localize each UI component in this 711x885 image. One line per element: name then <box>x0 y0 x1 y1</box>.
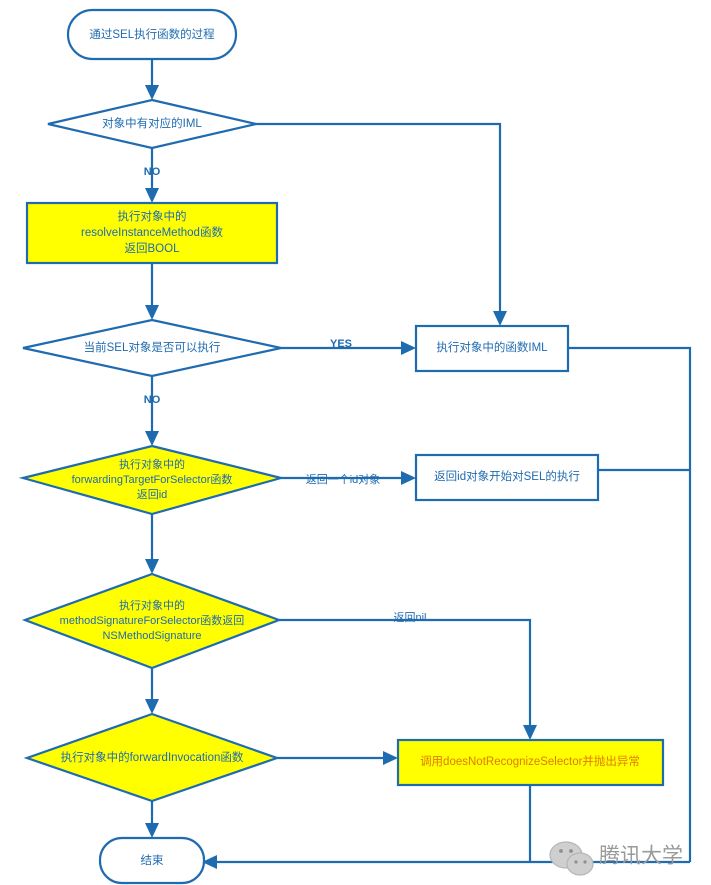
edge-resolve-to-can-execute <box>145 263 159 320</box>
edge-has-iml-to-exec-iml <box>256 122 507 326</box>
node-forwarding-target[interactable]: 执行对象中的 forwardingTargetForSelector函数 返回i… <box>18 444 286 516</box>
node-start-label: 通过SEL执行函数的过程 <box>89 27 215 41</box>
edge-can-execute-yes: YES <box>281 338 416 355</box>
edge-start-to-has-iml <box>145 59 159 100</box>
node-method-signature-line2: methodSignatureForSelector函数返回 <box>60 614 245 627</box>
node-forward-invocation-label: 执行对象中的forwardInvocation函数 <box>61 750 244 764</box>
node-can-execute-label: 当前SEL对象是否可以执行 <box>84 340 221 354</box>
edge-forwarding-return-id: 返回一个id对象 <box>281 471 416 486</box>
node-end[interactable]: 结束 <box>98 836 206 885</box>
node-method-signature[interactable]: 执行对象中的 methodSignatureForSelector函数返回 NS… <box>21 572 283 670</box>
node-forward-invocation[interactable]: 执行对象中的forwardInvocation函数 <box>23 712 281 803</box>
node-resolve-line3: 返回BOOL <box>125 242 181 255</box>
node-has-iml[interactable]: 对象中有对应的IML <box>47 98 257 150</box>
node-has-iml-label: 对象中有对应的IML <box>102 116 202 130</box>
edge-forward-invocation-to-does-not-recognize <box>277 751 398 765</box>
node-exec-iml[interactable]: 执行对象中的函数IML <box>414 324 570 373</box>
edge-label-yes: YES <box>330 338 352 350</box>
node-method-signature-line1: 执行对象中的 <box>119 598 185 612</box>
node-resolve-instance-method[interactable]: 执行对象中的 resolveInstanceMethod函数 返回BOOL <box>25 201 279 265</box>
node-return-id-object[interactable]: 返回id对象开始对SEL的执行 <box>414 453 600 502</box>
node-resolve-line1: 执行对象中的 <box>118 209 187 223</box>
node-return-id-object-label: 返回id对象开始对SEL的执行 <box>434 469 580 483</box>
watermark-label: 腾讯大学 <box>599 845 683 868</box>
edge-exec-iml-to-end <box>568 346 692 862</box>
node-exec-iml-label: 执行对象中的函数IML <box>436 340 548 354</box>
node-forwarding-line1: 执行对象中的 <box>119 457 185 471</box>
edge-can-execute-no: NO <box>144 376 161 446</box>
node-can-execute[interactable]: 当前SEL对象是否可以执行 <box>22 318 282 378</box>
edge-label-iml-no: NO <box>144 166 161 178</box>
edge-forwarding-to-method-signature <box>145 514 159 574</box>
node-forwarding-line2: forwardingTargetForSelector函数 <box>72 473 233 486</box>
edge-label-return-nil: 返回nil <box>393 611 426 624</box>
node-does-not-recognize[interactable]: 调用doesNotRecognizeSelector并抛出异常 <box>396 738 665 787</box>
node-end-label: 结束 <box>141 854 164 867</box>
node-method-signature-line3: NSMethodSignature <box>102 630 201 642</box>
node-does-not-recognize-label: 调用doesNotRecognizeSelector并抛出异常 <box>420 754 640 768</box>
wechat-icon <box>549 841 594 876</box>
node-start[interactable]: 通过SEL执行函数的过程 <box>66 8 238 61</box>
edge-method-signature-return-nil: 返回nil <box>279 611 537 740</box>
edge-forward-invocation-to-end <box>145 801 159 838</box>
node-resolve-line2: resolveInstanceMethod函数 <box>81 225 223 239</box>
edge-label-return-id: 返回一个id对象 <box>306 472 381 486</box>
edge-label-can-execute-no: NO <box>144 394 161 406</box>
watermark: 腾讯大学 <box>549 841 683 876</box>
edge-bottom-trunk-to-end <box>202 855 690 869</box>
edge-method-signature-to-forward-invocation <box>145 668 159 714</box>
edge-has-iml-no: NO <box>144 148 161 203</box>
node-forwarding-line3: 返回id <box>137 488 168 501</box>
